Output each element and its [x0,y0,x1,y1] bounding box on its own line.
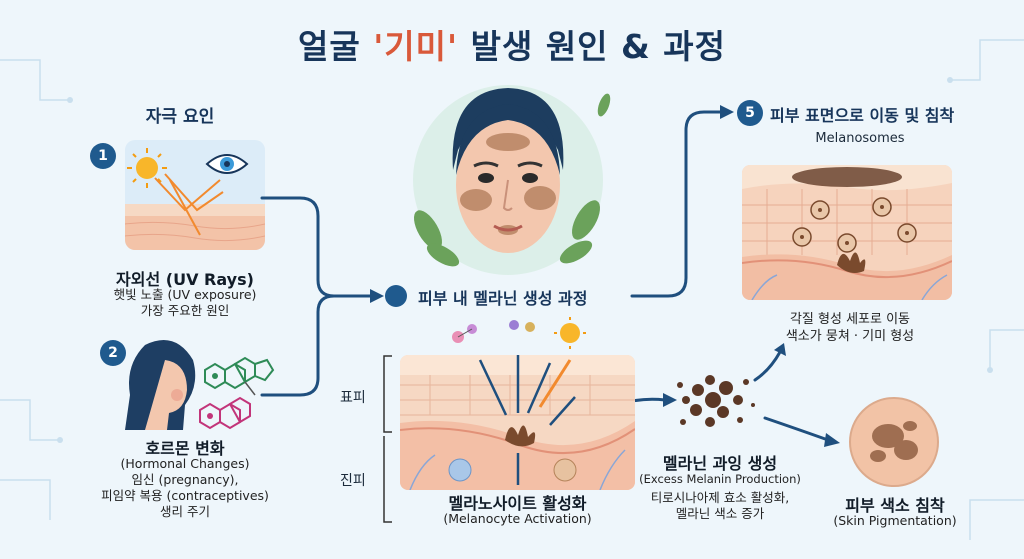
melanin-cluster-icon [677,375,755,427]
overproduction-subtitle: (Excess Melanin Production) [639,472,801,486]
pigmentation-title: 피부 색소 침착 [845,496,945,515]
eye-icon [205,154,249,174]
step-badge-2: 2 [100,340,126,366]
surface-line2: 색소가 뭉쳐 · 기미 형성 [785,329,915,344]
step-badge-5: 5 [737,100,763,126]
hormone-line3: 피임약 복용 (contraceptives) [101,488,269,503]
process-dot [385,285,407,307]
activation-title: 멜라노사이트 활성화 [448,494,587,513]
overproduction-line2: 멜라닌 색소 증가 [675,506,765,521]
skin-cross-section-surface [742,165,952,300]
hormone-line4: 생리 주기 [160,504,210,519]
woman-profile-illustration [125,340,196,430]
skin-pigmentation-icon [849,397,939,487]
skin-cross-section-activation [400,355,635,490]
layer-bracket [383,355,392,523]
hormone-molecule-icon [199,356,275,430]
sun-icon [127,148,167,188]
molecule-sun-icons [452,317,586,349]
surface-line1: 각질 형성 세포로 이동 [789,312,911,327]
activation-subtitle: (Melanocyte Activation) [443,511,592,526]
face-illustration [413,85,611,275]
overproduction-title: 멜라닌 과잉 생성 [662,454,778,473]
surface-title: 피부 표면으로 이동 및 침착 [770,106,955,125]
uv-line1: 햇빛 노출 (UV exposure) [113,287,257,302]
step-badge-1: 1 [90,143,116,169]
overproduction-line1: 티로시나아제 효소 활성화, [650,490,790,505]
hormone-line1: (Hormonal Changes) [120,456,250,471]
triggers-header: 자극 요인 [145,107,215,127]
process-label: 피부 내 멜라닌 생성 과정 [418,289,588,308]
layer-epidermis-label: 표피 [340,390,366,406]
melanosomes-label: Melanosomes [815,131,905,146]
pigmentation-subtitle: (Skin Pigmentation) [833,513,957,528]
uv-title: 자외선 (UV Rays) [116,270,254,289]
uv-illustration [125,140,265,250]
layer-dermis-label: 진피 [340,473,366,489]
hormone-title: 호르몬 변화 [145,439,225,458]
uv-line2: 가장 주요한 원인 [140,303,230,318]
page-title: 얼굴 '기미' 발생 원인 & 과정 [297,27,727,66]
hormone-line2: 임신 (pregnancy), [131,472,239,487]
